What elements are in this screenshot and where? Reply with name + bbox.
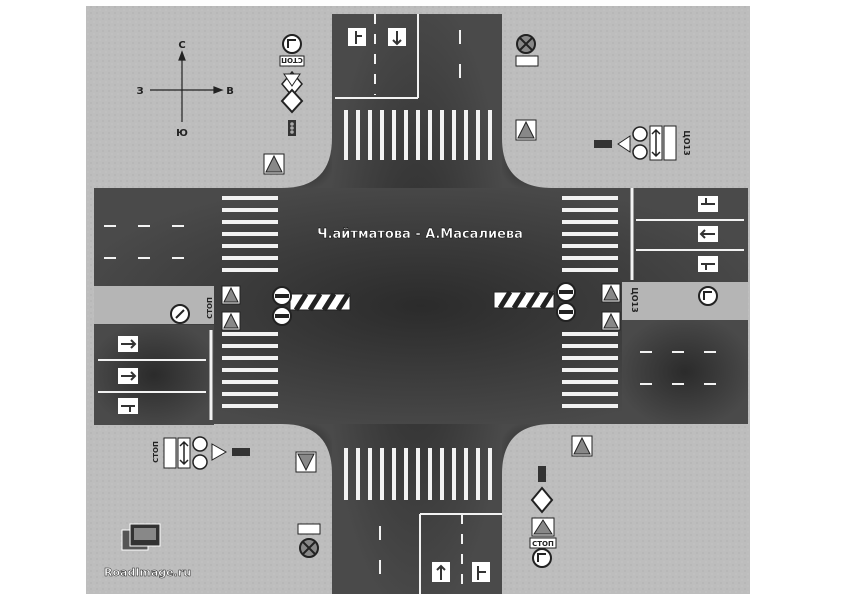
compass-east-label: В	[226, 86, 234, 97]
west-lane-arrows	[118, 336, 138, 414]
turn-sign-east	[698, 286, 718, 306]
pedestrian-sign-north-east	[515, 119, 537, 141]
signpost-southeast	[529, 466, 557, 568]
crosswalk-west	[222, 196, 278, 408]
sign-code-northeast: ЦО13	[682, 130, 691, 155]
barrier-signals-west	[272, 286, 292, 326]
compass-rose	[150, 50, 224, 122]
signpost-northwest	[279, 34, 305, 136]
pedestrian-sign-southwest	[295, 451, 317, 473]
sidewalks	[94, 282, 748, 324]
watermark-text: RoadImage.ru	[104, 566, 191, 579]
barrier-west	[289, 292, 351, 312]
no-stopping-sign-southwest	[297, 523, 321, 558]
pedestrian-signs-west	[221, 285, 241, 331]
sign-code-east: ЦО13	[630, 287, 639, 312]
east-lane-arrows	[698, 196, 718, 272]
east-lane-markings	[630, 188, 744, 385]
compass-west-label: З	[136, 86, 143, 97]
west-lane-markings	[98, 225, 213, 420]
north-lane-arrows	[348, 28, 406, 46]
signpost-southwest	[163, 436, 250, 470]
crosswalk-north	[344, 110, 492, 160]
crosswalk-east	[562, 196, 618, 408]
south-lane-arrows	[432, 562, 490, 582]
barrier-signals-east	[556, 282, 576, 322]
stop-label-southeast: СТОП	[532, 540, 554, 548]
pedestrian-sign-northwest	[263, 153, 285, 175]
barrier-east	[493, 290, 555, 310]
stop-label-northwest: СТОП	[281, 56, 303, 64]
stop-label-southwest: СТОП	[152, 441, 160, 463]
south-lane-markings	[379, 513, 502, 594]
signpost-northeast	[594, 125, 677, 161]
crosswalk-south	[344, 448, 492, 500]
compass-north-label: С	[178, 40, 185, 51]
compass-south-label: Ю	[176, 128, 188, 139]
pedestrian-sign-southeast	[571, 435, 593, 457]
pedestrian-signs-east	[601, 283, 621, 331]
north-lane-markings	[335, 14, 461, 99]
no-stopping-sign-northeast	[515, 34, 539, 67]
stop-label-west: СТОП	[206, 297, 214, 319]
turn-sign-west	[170, 304, 190, 324]
watermark-logo	[121, 523, 161, 551]
intersection-title: Ч.айтматова - А.Масалиева	[317, 227, 523, 242]
